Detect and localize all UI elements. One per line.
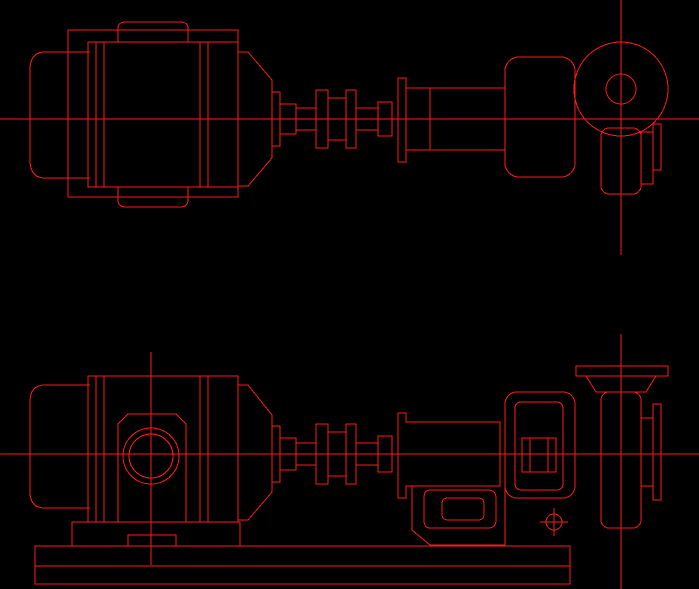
motor-end-bell-side bbox=[238, 384, 273, 521]
bearing-frame-side bbox=[397, 412, 501, 499]
motor-frame-inner bbox=[87, 41, 239, 188]
bearing-window-inner bbox=[441, 497, 485, 521]
bearing-support bbox=[411, 486, 506, 546]
coupling-top bbox=[279, 89, 393, 149]
pump-impeller-side bbox=[521, 437, 557, 473]
pump-adapter bbox=[504, 56, 576, 178]
motor-terminal-box-side bbox=[117, 413, 187, 523]
shaft-right-2 bbox=[377, 101, 393, 137]
pump-casing-window bbox=[514, 401, 564, 491]
motor-fan-cover bbox=[29, 51, 90, 179]
pump-discharge-neck bbox=[640, 131, 654, 185]
bearing-window-outer bbox=[423, 489, 497, 529]
side-view bbox=[0, 334, 699, 589]
motor-frame-outer bbox=[67, 29, 239, 198]
pump-suction-neck bbox=[640, 417, 654, 487]
top-view bbox=[0, 0, 699, 255]
motor-frame-side bbox=[87, 375, 239, 523]
motor-terminal-box bbox=[117, 21, 189, 42]
motor-terminal-outer[interactable] bbox=[122, 427, 180, 485]
pump-volute[interactable] bbox=[573, 41, 669, 137]
bearing-frame bbox=[397, 77, 506, 163]
motor-side bbox=[29, 375, 281, 523]
pump-discharge-flange bbox=[652, 123, 662, 171]
coupling-side bbox=[279, 423, 393, 485]
shaft-right-2-side bbox=[377, 435, 393, 473]
bearing-housing-top bbox=[397, 77, 506, 163]
motor-fan-cover-side bbox=[29, 384, 90, 509]
motor-terminal-inner bbox=[128, 433, 174, 479]
pump-casing-side bbox=[504, 391, 576, 499]
pump-top bbox=[504, 41, 669, 195]
pump-discharge-top bbox=[575, 365, 669, 377]
motor-foot-pad-inner bbox=[127, 534, 177, 547]
base-plate bbox=[34, 521, 571, 585]
base-plate-top bbox=[34, 545, 571, 585]
pump-suction-flange-side bbox=[652, 403, 662, 501]
pump-impeller-eye bbox=[605, 73, 637, 105]
motor-top bbox=[29, 21, 281, 208]
bearing-housing-side bbox=[397, 412, 506, 546]
motor-terminal-box-bottom bbox=[117, 187, 189, 208]
motor-foot-pad bbox=[71, 521, 241, 547]
pump-side bbox=[504, 365, 669, 536]
